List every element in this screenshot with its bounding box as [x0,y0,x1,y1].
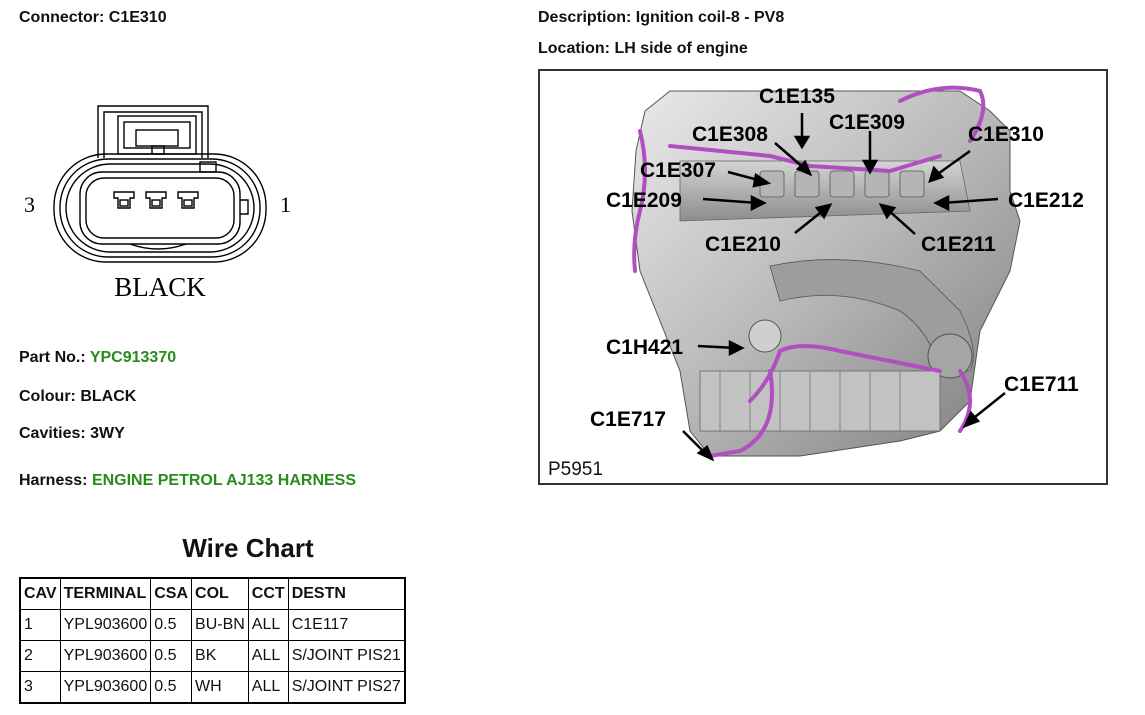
cell-cct: ALL [247,640,289,672]
pin-left-number: 3 [24,192,35,217]
header-csa: CSA [150,577,193,610]
wire-chart-table: CAV TERMINAL CSA COL CCT DESTN 1 YPL9036… [19,577,406,704]
connector-face-diagram: 3 1 BLACK [24,105,291,302]
pin-right-number: 1 [280,192,291,217]
callout-c1e307: C1E307 [640,159,716,182]
colour-value: BLACK [80,388,137,405]
description-heading: Description: Ignition coil-8 - PV8 [538,9,784,27]
terminal-cavity-1 [177,191,199,209]
header-destn: DESTN [287,577,406,610]
header-cct: CCT [247,577,289,610]
engine-block-shape [631,90,1021,457]
figure-id-label: P5951 [548,459,603,480]
table-row: 2 YPL903600 0.5 BK ALL S/JOINT PIS21 [19,640,406,672]
cell-terminal: YPL903600 [59,640,152,672]
cavities-label: Cavities: [19,425,86,442]
cavities-value: 3WY [90,425,125,442]
callout-c1e310: C1E310 [968,123,1044,146]
terminal-cavity-3 [113,191,135,209]
location-label: Location: [538,40,610,57]
callout-c1e135: C1E135 [759,85,835,108]
connector-value: C1E310 [108,9,167,26]
harness-label: Harness: [19,472,88,489]
cell-terminal: YPL903600 [59,671,152,704]
callout-c1e212: C1E212 [1008,189,1084,212]
table-row: 3 YPL903600 0.5 WH ALL S/JOINT PIS27 [19,671,406,704]
colour-row: Colour: BLACK [19,388,136,406]
callout-c1e210: C1E210 [705,233,781,256]
callout-c1e717: C1E717 [590,408,666,431]
cell-terminal: YPL903600 [59,609,152,641]
header-cav: CAV [19,577,61,610]
callout-arrows [682,113,1006,462]
engine-harness-lines [632,85,986,458]
table-row: 1 YPL903600 0.5 BU-BN ALL C1E117 [19,609,406,641]
wire-chart-title: Wire Chart [182,533,314,563]
cell-cct: ALL [247,609,289,641]
cavities-row: Cavities: 3WY [19,425,125,443]
callout-c1e309: C1E309 [829,111,905,134]
location-value: LH side of engine [614,40,748,57]
cell-csa: 0.5 [150,609,193,641]
colour-label: Colour: [19,388,76,405]
cell-cav: 3 [19,671,61,704]
cell-col: WH [191,671,249,704]
cell-destn: S/JOINT PIS27 [287,671,406,704]
cell-col: BU-BN [191,609,249,641]
location-heading: Location: LH side of engine [538,40,748,58]
harness-row: Harness: ENGINE PETROL AJ133 HARNESS [19,472,356,490]
harness-link[interactable]: ENGINE PETROL AJ133 HARNESS [91,472,357,489]
header-terminal: TERMINAL [59,577,152,610]
connector-color-text: BLACK [114,272,206,302]
engine-location-figure: C1E135 C1E308 C1E309 C1E310 C1E307 C1E20… [538,69,1108,485]
callout-c1h421: C1H421 [606,336,683,359]
connector-label: Connector: [19,9,105,26]
cell-csa: 0.5 [150,671,193,704]
cell-cav: 1 [19,609,61,641]
description-value: Ignition coil-8 - PV8 [635,9,785,26]
callout-c1e209: C1E209 [606,189,682,212]
terminal-cavity-2 [145,191,167,209]
callout-c1e711: C1E711 [1004,373,1079,396]
connector-heading: Connector: C1E310 [19,9,167,27]
cell-col: BK [191,640,249,672]
cell-destn: C1E117 [287,609,406,641]
part-number-label: Part No.: [19,349,86,366]
engine-illustration: C1E135 C1E308 C1E309 C1E310 C1E307 C1E20… [590,85,1084,462]
cell-cct: ALL [247,671,289,704]
header-col: COL [191,577,249,610]
wire-chart-header-row: CAV TERMINAL CSA COL CCT DESTN [19,577,406,610]
description-label: Description: [538,9,632,26]
part-number-link[interactable]: YPC913370 [89,349,177,366]
part-number-row: Part No.: YPC913370 [19,349,176,367]
cell-destn: S/JOINT PIS21 [287,640,406,672]
callout-c1e308: C1E308 [692,123,768,146]
cell-csa: 0.5 [150,640,193,672]
cell-cav: 2 [19,640,61,672]
callout-c1e211: C1E211 [921,233,996,256]
